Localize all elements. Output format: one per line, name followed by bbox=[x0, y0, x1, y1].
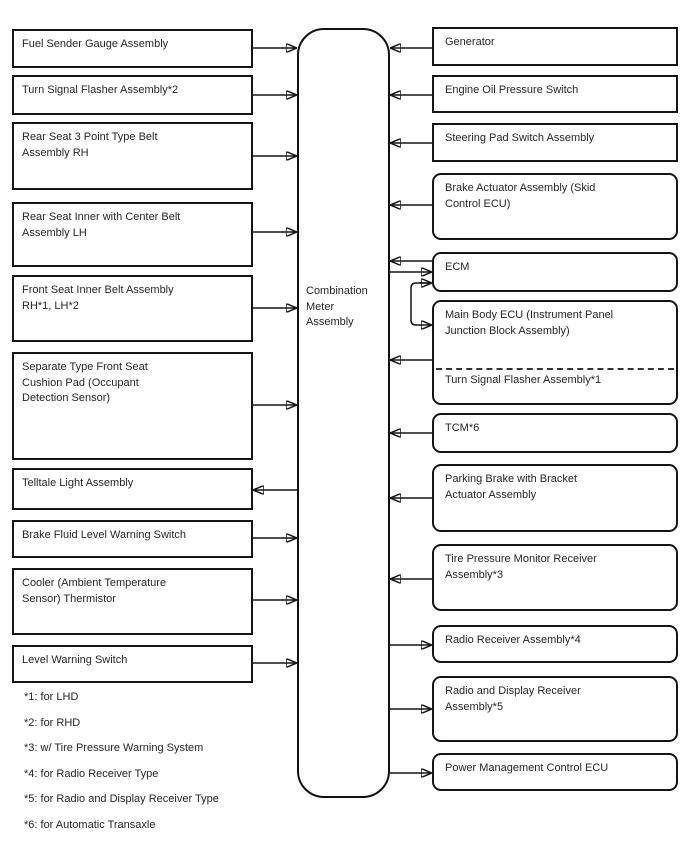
node-front-seat-cushion-pad-occupant-sensor: Separate Type Front Seat Cushion Pad (Oc… bbox=[12, 352, 253, 460]
node-radio-receiver-assembly: Radio Receiver Assembly*4 bbox=[432, 625, 678, 663]
node-generator: Generator bbox=[432, 27, 678, 66]
node-brake-fluid-level-warning-switch: Brake Fluid Level Warning Switch bbox=[12, 520, 253, 558]
connector-ecm-main-body-ecu bbox=[410, 282, 431, 325]
node-label: Rear Seat Inner with Center Belt Assembl… bbox=[22, 211, 181, 239]
node-label: Main Body ECU (Instrument Panel Junction… bbox=[445, 309, 614, 337]
node-cooler-ambient-temperature-thermistor: Cooler (Ambient Temperature Sensor) Ther… bbox=[12, 568, 253, 635]
node-label: Cooler (Ambient Temperature Sensor) Ther… bbox=[22, 577, 167, 605]
node-label: Front Seat Inner Belt Assembly RH*1, LH*… bbox=[22, 284, 174, 312]
node-label: Fuel Sender Gauge Assembly bbox=[22, 38, 169, 50]
node-label: Power Management Control ECU bbox=[445, 762, 609, 774]
node-label: Level Warning Switch bbox=[22, 654, 128, 666]
node-radio-and-display-receiver-assembly: Radio and Display Receiver Assembly*5 bbox=[432, 676, 678, 742]
node-fuel-sender-gauge-assembly: Fuel Sender Gauge Assembly bbox=[12, 29, 253, 68]
dashed-divider bbox=[436, 368, 674, 370]
node-power-management-control-ecu: Power Management Control ECU bbox=[432, 753, 678, 791]
node-label: Tire Pressure Monitor Receiver Assembly*… bbox=[445, 553, 597, 581]
node-label: Generator bbox=[445, 36, 495, 48]
footnote-5: *5: for Radio and Display Receiver Type bbox=[24, 793, 219, 805]
node-parking-brake-bracket-actuator: Parking Brake with Bracket Actuator Asse… bbox=[432, 464, 678, 532]
node-rear-seat-3-point-belt-rh: Rear Seat 3 Point Type Belt Assembly RH bbox=[12, 122, 253, 190]
node-brake-actuator-skid-control-ecu: Brake Actuator Assembly (Skid Control EC… bbox=[432, 173, 678, 240]
node-engine-oil-pressure-switch: Engine Oil Pressure Switch bbox=[432, 75, 678, 113]
node-turn-signal-flasher-assembly-2: Turn Signal Flasher Assembly*2 bbox=[12, 75, 253, 115]
node-main-body-ecu: Main Body ECU (Instrument Panel Junction… bbox=[432, 300, 678, 405]
node-label: Radio Receiver Assembly*4 bbox=[445, 634, 581, 646]
node-label: Engine Oil Pressure Switch bbox=[445, 84, 579, 96]
node-label: Steering Pad Switch Assembly bbox=[445, 132, 595, 144]
node-label: Brake Fluid Level Warning Switch bbox=[22, 529, 187, 541]
node-tcm: TCM*6 bbox=[432, 413, 678, 453]
node-label: TCM*6 bbox=[445, 422, 480, 434]
node-sub-label: Turn Signal Flasher Assembly*1 bbox=[445, 374, 602, 386]
node-combination-meter-assembly: Combination Meter Assembly bbox=[297, 28, 390, 798]
footnote-6: *6: for Automatic Transaxle bbox=[24, 818, 156, 831]
node-level-warning-switch: Level Warning Switch bbox=[12, 645, 253, 683]
footnotes: *1: for LHD *2: for RHD *3: w/ Tire Pres… bbox=[24, 691, 219, 832]
node-rear-seat-inner-center-belt-lh: Rear Seat Inner with Center Belt Assembl… bbox=[12, 202, 253, 267]
node-steering-pad-switch-assembly: Steering Pad Switch Assembly bbox=[432, 123, 678, 162]
node-ecm: ECM bbox=[432, 252, 678, 292]
node-label: Rear Seat 3 Point Type Belt Assembly RH bbox=[22, 131, 158, 159]
node-tire-pressure-monitor-receiver: Tire Pressure Monitor Receiver Assembly*… bbox=[432, 544, 678, 611]
footnote-2: *2: for RHD bbox=[24, 716, 81, 729]
node-label: Brake Actuator Assembly (Skid Control EC… bbox=[445, 182, 596, 210]
node-label: Combination Meter Assembly bbox=[306, 285, 368, 328]
footnote-4: *4: for Radio Receiver Type bbox=[24, 767, 159, 780]
footnote-3: *3: w/ Tire Pressure Warning System bbox=[24, 742, 204, 754]
node-label: ECM bbox=[445, 261, 470, 273]
footnote-1: *1: for LHD bbox=[24, 691, 79, 703]
node-front-seat-inner-belt-assembly: Front Seat Inner Belt Assembly RH*1, LH*… bbox=[12, 275, 253, 342]
node-label: Separate Type Front Seat Cushion Pad (Oc… bbox=[22, 361, 148, 404]
node-label: Parking Brake with Bracket Actuator Asse… bbox=[445, 473, 578, 501]
node-telltale-light-assembly: Telltale Light Assembly bbox=[12, 468, 253, 510]
node-label: Telltale Light Assembly bbox=[22, 477, 134, 489]
node-label: Radio and Display Receiver Assembly*5 bbox=[445, 685, 581, 713]
node-label: Turn Signal Flasher Assembly*2 bbox=[22, 84, 179, 96]
